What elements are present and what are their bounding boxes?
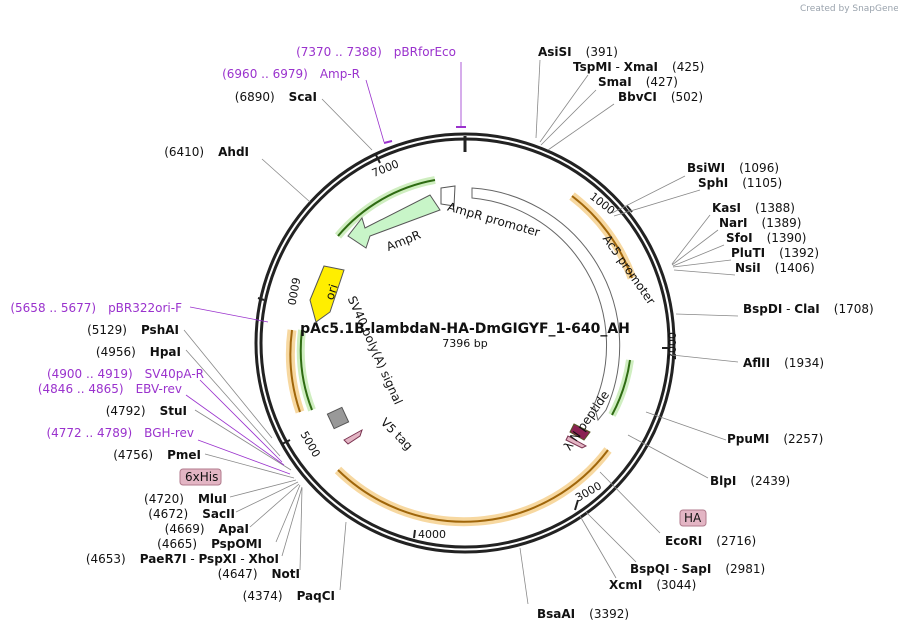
enzyme-smai: SmaI(427)	[598, 75, 678, 89]
enzyme-noti: (4647)NotI	[218, 567, 300, 581]
enzyme-pluti: PluTI(1392)	[731, 246, 819, 260]
enzyme-stui: (4792)StuI	[106, 404, 187, 418]
enzyme-sfoi: SfoI(1390)	[726, 231, 806, 245]
enzyme-mlui: (4720)MluI	[144, 492, 227, 506]
primer-bgh-rev: (4772 .. 4789)BGH-rev	[46, 426, 194, 440]
enzyme-nsii: NsiI(1406)	[735, 261, 815, 275]
orf-arc-1-line	[571, 195, 633, 279]
tick-4000: 4000	[418, 528, 446, 541]
v5-tag-mark	[343, 428, 363, 445]
enzyme-ecori: EcoRI(2716)	[665, 534, 756, 548]
enzyme-paer7i-pspxi-xhoi: (4653)PaeR7I - PspXI - XhoI	[86, 552, 279, 566]
enzyme-ppumi: PpuMI(2257)	[727, 432, 823, 446]
his-tag-box	[179, 468, 222, 486]
enzyme-pmei: (4756)PmeI	[113, 448, 201, 462]
ampr-promoter-arrow	[440, 185, 456, 207]
enzyme-pshai: (5129)PshAI	[87, 323, 179, 337]
tick-6000: 6000	[285, 276, 303, 306]
enzyme-bspqi-sapi: BspQI - SapI(2981)	[630, 562, 765, 576]
ha-mark	[565, 435, 588, 449]
ori-label: ori	[323, 282, 341, 301]
lambdan-label: λ N peptide	[561, 388, 612, 453]
enzyme-bspdi-clai: BspDI - ClaI(1708)	[743, 302, 874, 316]
enzyme-ahdi: (6410)AhdI	[164, 145, 249, 159]
orf-arc-2-line	[337, 449, 609, 523]
primer-pbrforeco: (7370 .. 7388)pBRforEco	[296, 45, 456, 59]
enzyme-asisi: AsiSI(391)	[538, 45, 618, 59]
enzyme-pspomi: (4665)PspOMI	[157, 537, 262, 551]
enzyme-kasi: KasI(1388)	[712, 201, 795, 215]
green-arc-top-line	[337, 179, 436, 237]
sv40-label: SV40 poly(A) signal	[345, 294, 405, 407]
primer-ebv-rev: (4846 .. 4865)EBV-rev	[38, 382, 182, 396]
sv40-polya-box	[326, 406, 350, 430]
ori-arrow	[309, 265, 345, 323]
ampr-arrow	[347, 194, 441, 249]
green-arc-right-line	[611, 359, 631, 416]
backbone-outer	[254, 132, 676, 554]
enzyme-bsiwi: BsiWI(1096)	[687, 161, 779, 175]
enzyme-hpai: (4956)HpaI	[96, 345, 181, 359]
orf-arc-3-line	[289, 329, 301, 413]
primer-amp-r: (6960 .. 6979)Amp-R	[222, 67, 360, 81]
lambdan-arrow	[569, 423, 591, 441]
enzyme-scai: (6890)ScaI	[235, 90, 317, 104]
enzyme-xcmi: XcmI(3044)	[609, 578, 696, 592]
enzyme-aflii: AflII(1934)	[743, 356, 824, 370]
his-tag-label: 6xHis	[185, 470, 218, 484]
enzyme-nari: NarI(1389)	[719, 216, 801, 230]
enzyme-tspmi-xmai: TspMI - XmaI(425)	[573, 60, 704, 74]
ha-tag-label: HA	[684, 511, 702, 525]
snapgene-watermark: Created by SnapGene	[800, 4, 898, 14]
leader-lines	[183, 59, 739, 605]
tick-2000: 2000	[666, 332, 679, 360]
enzyme-sphi: SphI(1105)	[698, 176, 782, 190]
primer-sv40pa-r: (4900 .. 4919)SV40pA-R	[47, 367, 204, 381]
v5-tag-label: V5 tag	[378, 415, 416, 453]
primer-leader-lines	[185, 62, 466, 475]
primer-pbr322ori-f: (5658 .. 5677)pBR322ori-F	[10, 301, 182, 315]
enzyme-paqci: (4374)PaqCI	[243, 589, 335, 603]
ha-tag-box	[679, 509, 707, 527]
green-arc-left-line	[299, 329, 313, 411]
enzyme-bsaai: BsaAI(3392)	[537, 607, 629, 621]
plasmid-length: 7396 bp	[442, 337, 487, 350]
orf-arc-2	[334, 447, 612, 527]
ampr-label: AmpR	[384, 228, 422, 254]
tick-5000: 5000	[298, 429, 323, 460]
enzyme-sacii: (4672)SacII	[148, 507, 235, 521]
plasmid-name: pAc5.1B-lambdaN-HA-DmGIGYF_1-640_AH	[300, 321, 630, 337]
enzyme-bbvci: BbvCI(502)	[618, 90, 703, 104]
ac5-promoter-arrow	[471, 187, 621, 422]
enzyme-blpi: BlpI(2439)	[710, 474, 790, 488]
enzyme-apai: (4669)ApaI	[165, 522, 249, 536]
